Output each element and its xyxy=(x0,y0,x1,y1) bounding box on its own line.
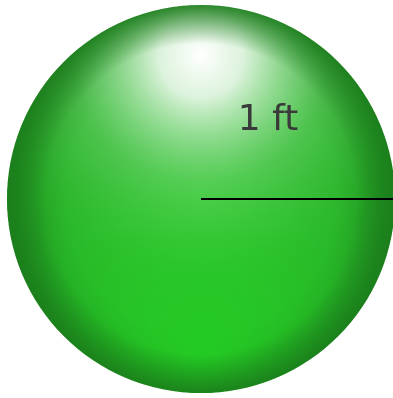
radius-label: 1 ft xyxy=(238,98,299,139)
sphere-rim-shade xyxy=(7,5,393,393)
